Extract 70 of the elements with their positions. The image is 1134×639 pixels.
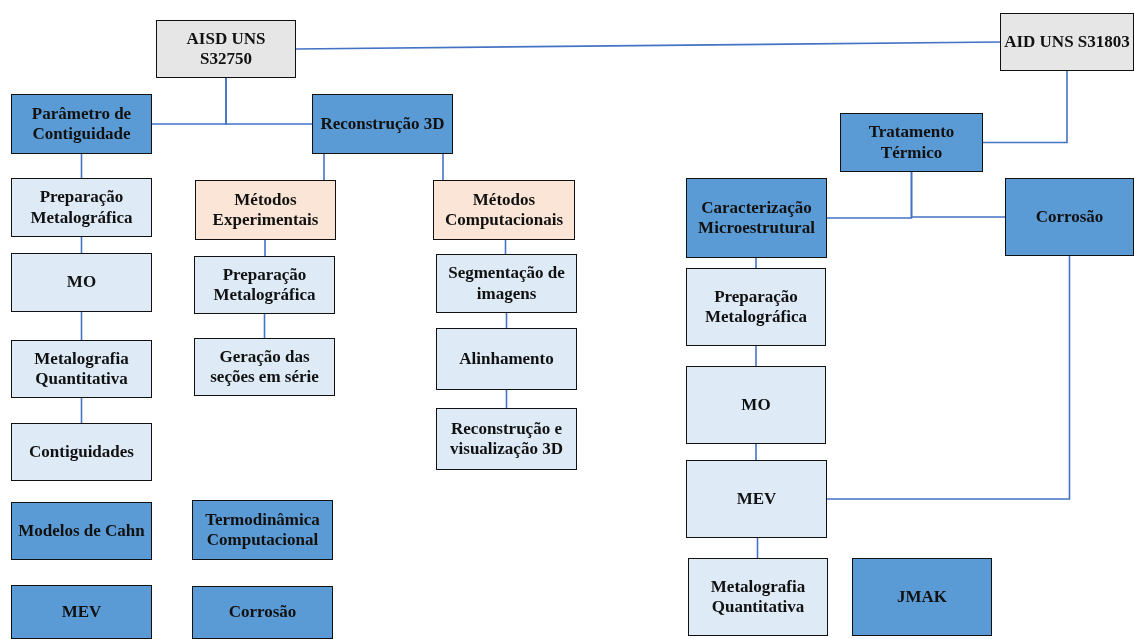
process-box <box>11 340 152 398</box>
process-box <box>312 94 453 154</box>
process-box <box>11 94 152 154</box>
box-label: Alinhamento <box>459 348 554 370</box>
process-box <box>192 500 333 560</box>
box-label: Preparação Metalográfica <box>704 286 808 328</box>
process-box <box>192 586 333 639</box>
process-box <box>686 366 826 444</box>
process-box <box>436 328 577 390</box>
connector-line <box>323 153 325 181</box>
process-box <box>194 256 335 314</box>
process-box <box>433 180 575 240</box>
connector-line <box>442 153 444 181</box>
box-label: Preparação Metalográfica <box>29 187 134 228</box>
process-box <box>686 268 826 346</box>
connector-line <box>982 70 1068 144</box>
process-box <box>11 502 152 560</box>
process-box <box>436 254 577 313</box>
process-box <box>11 178 152 237</box>
connector-line <box>755 345 757 367</box>
box-label: Termodinâmica Computacional <box>204 509 321 551</box>
process-box <box>688 558 828 636</box>
process-box <box>436 408 577 470</box>
box-label: JMAK <box>896 586 947 608</box>
box-label: Metalografia Quantitativa <box>33 348 130 390</box>
box-label: Modelos de Cahn <box>18 520 145 542</box>
process-box <box>686 460 827 538</box>
connector-line <box>295 41 1001 50</box>
box-label: Reconstrução 3D <box>320 113 445 135</box>
box-label: MEV <box>61 601 102 623</box>
connector-line <box>910 171 1006 218</box>
box-label: Métodos Computacionais <box>443 189 565 231</box>
process-box <box>11 585 152 639</box>
box-label: Parâmetro de Contiguidade <box>30 103 133 145</box>
box-label: MO <box>66 272 97 293</box>
process-box <box>840 113 983 172</box>
process-box <box>194 338 335 396</box>
connector-line <box>80 153 83 179</box>
box-label: Corrosão <box>228 602 297 623</box>
connector-line <box>826 255 1071 500</box>
box-label: Contiguidades <box>29 441 134 463</box>
process-box <box>1000 13 1134 71</box>
process-box <box>686 178 827 258</box>
process-box <box>1005 178 1134 256</box>
connector-line <box>225 77 313 125</box>
box-label: Preparação Metalográfica <box>212 264 317 306</box>
connector-line <box>263 313 266 339</box>
box-label: Reconstrução e visualização 3D <box>449 418 564 460</box>
box-label: Geração das seções em série <box>209 346 320 388</box>
box-label: Metalografia Quantitativa <box>709 576 807 618</box>
connector-line <box>80 311 83 341</box>
box-label: AISD UNS S32750 <box>185 28 267 70</box>
process-box <box>11 423 152 481</box>
box-label: Corrosão <box>1035 206 1104 228</box>
connector-line <box>264 239 266 257</box>
box-label: AID UNS S31803 <box>1004 31 1130 53</box>
process-box <box>11 253 152 312</box>
box-label: MEV <box>736 488 777 510</box>
box-label: Tratamento Térmico <box>867 122 956 163</box>
connector-line <box>755 257 757 269</box>
process-box <box>852 558 992 636</box>
connector-line <box>80 397 83 424</box>
box-label: Caracterização Microestrutural <box>697 197 816 239</box>
process-box <box>156 20 296 78</box>
connector-line <box>756 537 759 559</box>
box-label: Segmentação de imagens <box>447 263 566 304</box>
box-label: MO <box>741 394 771 416</box>
process-box <box>195 180 336 240</box>
connector-line <box>755 443 757 461</box>
box-label: Métodos Experimentais <box>211 189 320 231</box>
